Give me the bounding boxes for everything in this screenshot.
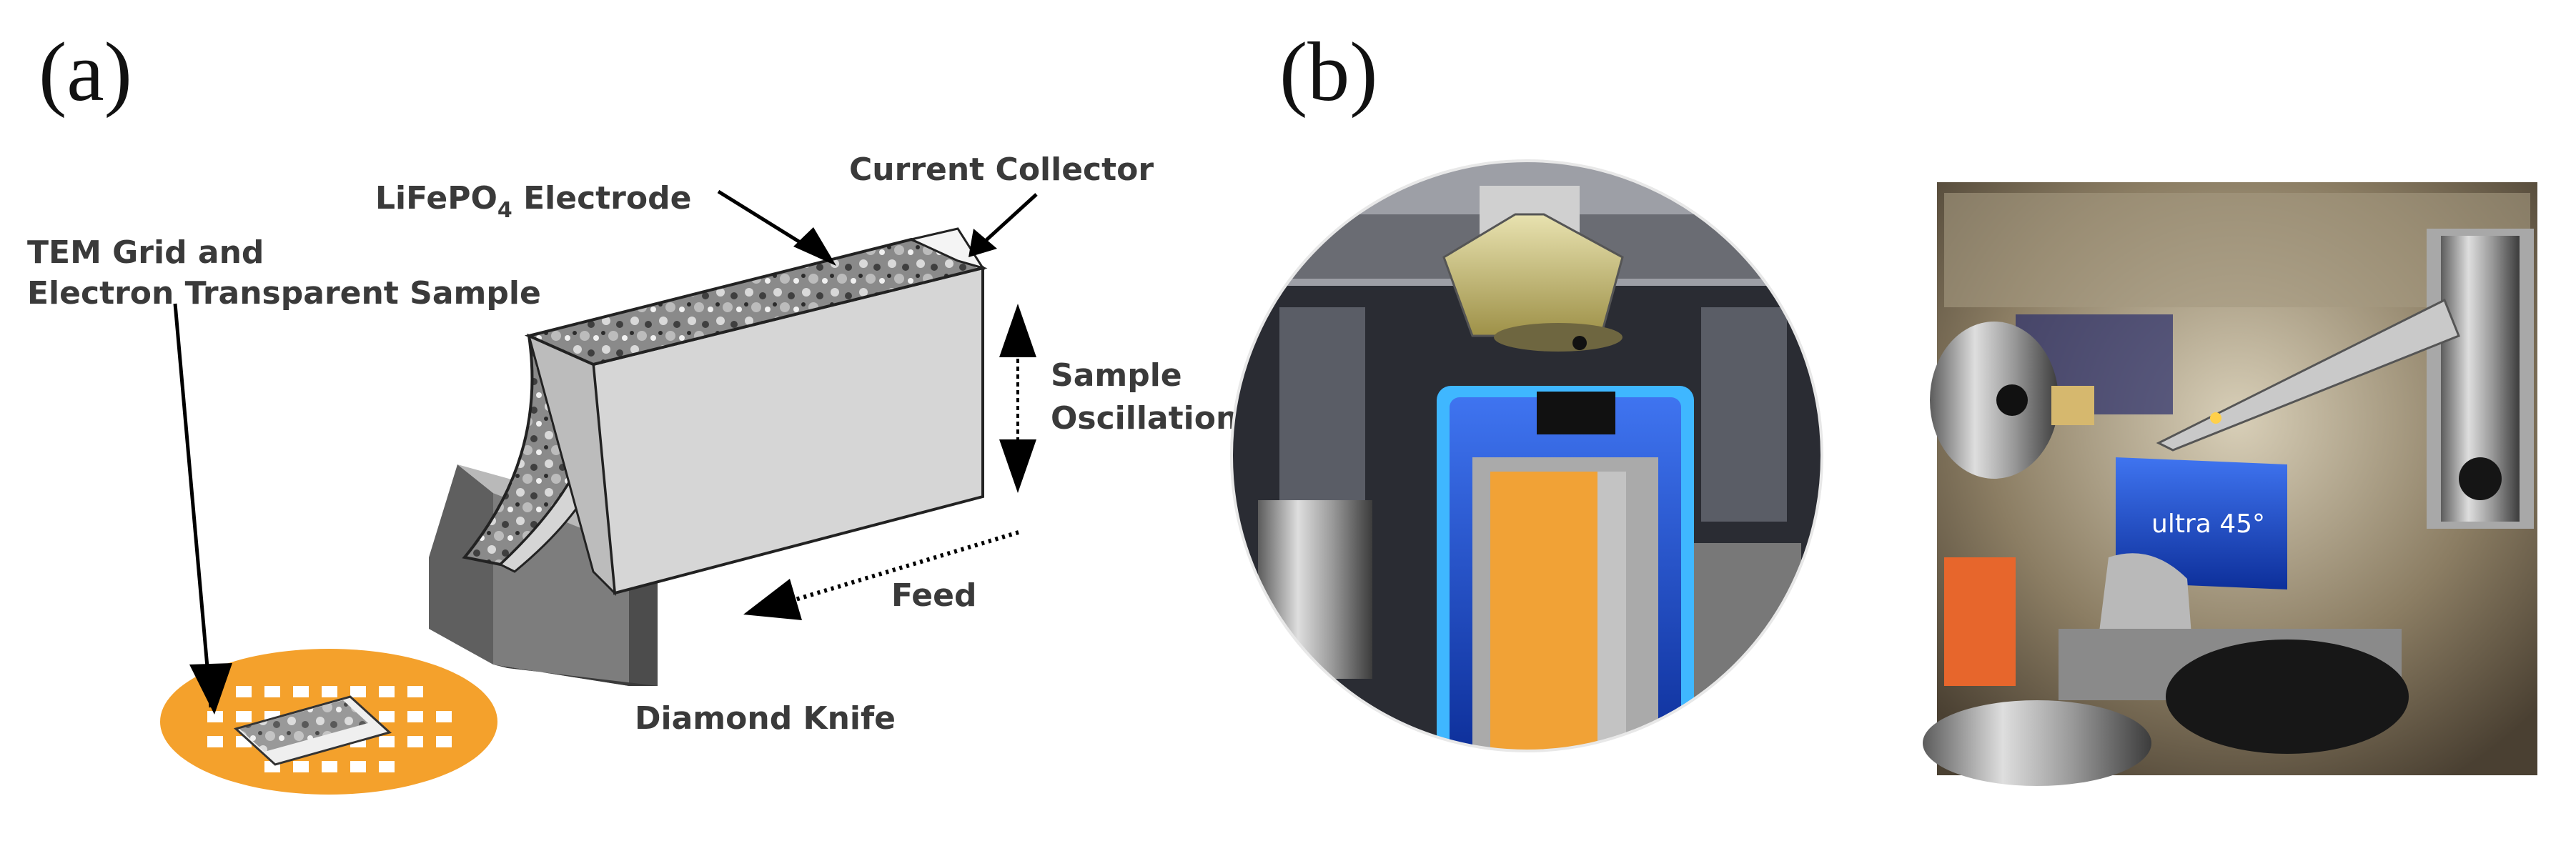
panel-label-a: (a) — [39, 25, 132, 119]
label-oscillation-1: Sample — [1051, 357, 1182, 394]
photo-right-ultramicrotome: ultra 45° — [1923, 182, 2537, 786]
current-collector-layer — [908, 227, 986, 270]
photo-left-circular — [1230, 159, 1823, 752]
label-oscillation-2: Oscillation — [1051, 400, 1238, 437]
tem-grid-arrow — [173, 303, 213, 708]
knife-engraving: ultra 45° — [2151, 509, 2265, 539]
label-diamond-knife: Diamond Knife — [635, 700, 896, 737]
label-electrode: LiFePO4 Electrode — [375, 180, 691, 223]
diagram-a: TEM Grid and Electron Transparent Sample… — [27, 151, 1238, 795]
label-feed: Feed — [891, 577, 976, 614]
label-tem-grid-2: Electron Transparent Sample — [27, 275, 541, 312]
label-tem-grid-1: TEM Grid and — [27, 234, 264, 271]
tem-grid — [160, 649, 497, 795]
label-current-collector: Current Collector — [849, 151, 1154, 188]
panel-label-b: (b) — [1279, 25, 1378, 119]
